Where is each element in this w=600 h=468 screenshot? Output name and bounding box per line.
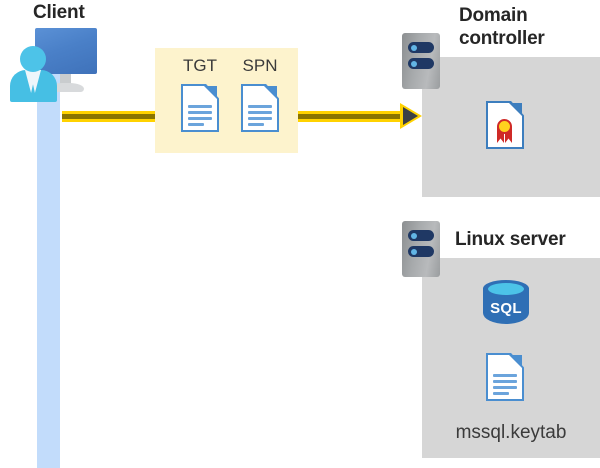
monitor-stand-neck xyxy=(60,74,71,85)
sql-database-icon: SQL xyxy=(483,280,529,330)
client-lifeline xyxy=(37,72,60,468)
linux-server-title: Linux server xyxy=(455,229,566,250)
spn-label: SPN xyxy=(242,56,278,75)
domain-controller-title: Domain controller xyxy=(459,5,545,49)
spn-document-icon xyxy=(241,84,279,132)
monitor-stand-base xyxy=(48,83,84,92)
keytab-filename-label: mssql.keytab xyxy=(455,422,567,443)
monitor-icon xyxy=(35,28,97,74)
tgt-document-icon xyxy=(181,84,219,132)
user-avatar-head xyxy=(20,46,46,72)
keytab-document-icon xyxy=(486,353,524,401)
client-title: Client xyxy=(33,2,85,23)
tgt-label: TGT xyxy=(183,56,217,75)
flow-arrow-head-icon xyxy=(403,107,418,125)
certificate-icon xyxy=(486,101,524,149)
linux-server-server-icon xyxy=(402,221,440,277)
domain-controller-server-icon xyxy=(402,33,440,89)
sql-database-label: SQL xyxy=(490,300,522,317)
client-workstation-icon xyxy=(8,28,98,102)
